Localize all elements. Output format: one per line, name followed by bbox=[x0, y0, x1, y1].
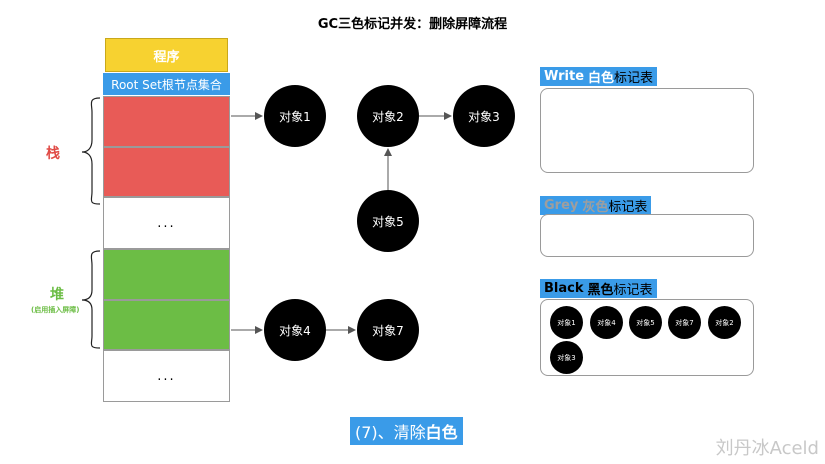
black-table-label: Black 黑色 标记表 bbox=[540, 279, 657, 298]
object-node-1: 对象1 bbox=[264, 85, 326, 147]
black-table-en: Black bbox=[544, 281, 584, 296]
black-table-box: 对象1 对象4 对象5 对象7 对象2 对象3 bbox=[540, 299, 754, 376]
root-set-label: Root Set根节点集合 bbox=[103, 73, 230, 95]
grey-table-box bbox=[540, 214, 754, 257]
stack-label: 栈 bbox=[46, 146, 60, 162]
stack-cell-more: ... bbox=[103, 197, 230, 249]
grey-table-en: Grey bbox=[544, 198, 579, 213]
step-prefix: (7)、清除 bbox=[355, 423, 426, 442]
white-table-label: Write 白色 标记表 bbox=[540, 67, 658, 86]
step-caption: (7)、清除白色 bbox=[350, 417, 463, 445]
black-table-item: 对象3 bbox=[550, 341, 583, 374]
page-title: GC三色标记并发：删除屏障流程 bbox=[317, 17, 508, 32]
white-table-rest: 标记表 bbox=[614, 71, 654, 86]
heap-label: 堆 bbox=[50, 287, 64, 303]
white-table-color: 白色 bbox=[588, 71, 615, 86]
heap-cell bbox=[103, 300, 230, 350]
stack-cell bbox=[103, 96, 230, 147]
object-node-4: 对象4 bbox=[264, 299, 326, 361]
grey-table-color: 灰色 bbox=[582, 200, 609, 215]
program-box: 程序 bbox=[105, 38, 228, 72]
white-table-box bbox=[540, 88, 754, 173]
stack-cell bbox=[103, 147, 230, 197]
black-table-rest: 标记表 bbox=[613, 283, 653, 298]
watermark: 刘丹冰Aceld bbox=[715, 438, 819, 459]
step-highlight: 白色 bbox=[425, 423, 458, 442]
heap-sublabel: (启用插入屏障) bbox=[31, 306, 80, 314]
heap-cell bbox=[103, 249, 230, 300]
black-table-item: 对象1 bbox=[550, 306, 583, 339]
grey-table-rest: 标记表 bbox=[608, 200, 648, 215]
stack-brace bbox=[81, 97, 101, 205]
object-node-3: 对象3 bbox=[453, 85, 515, 147]
black-table-item: 对象2 bbox=[708, 306, 741, 339]
black-table-item: 对象5 bbox=[629, 306, 662, 339]
black-table-item: 对象7 bbox=[668, 306, 701, 339]
black-table-color: 黑色 bbox=[587, 283, 614, 298]
heap-brace bbox=[81, 250, 101, 349]
white-table-en: Write bbox=[544, 69, 585, 84]
black-table-item: 对象4 bbox=[590, 306, 623, 339]
grey-table-label: Grey 灰色 标记表 bbox=[540, 196, 652, 215]
object-node-7: 对象7 bbox=[357, 299, 419, 361]
object-node-5: 对象5 bbox=[357, 190, 419, 252]
object-node-2: 对象2 bbox=[357, 85, 419, 147]
heap-cell-more: ... bbox=[103, 350, 230, 402]
